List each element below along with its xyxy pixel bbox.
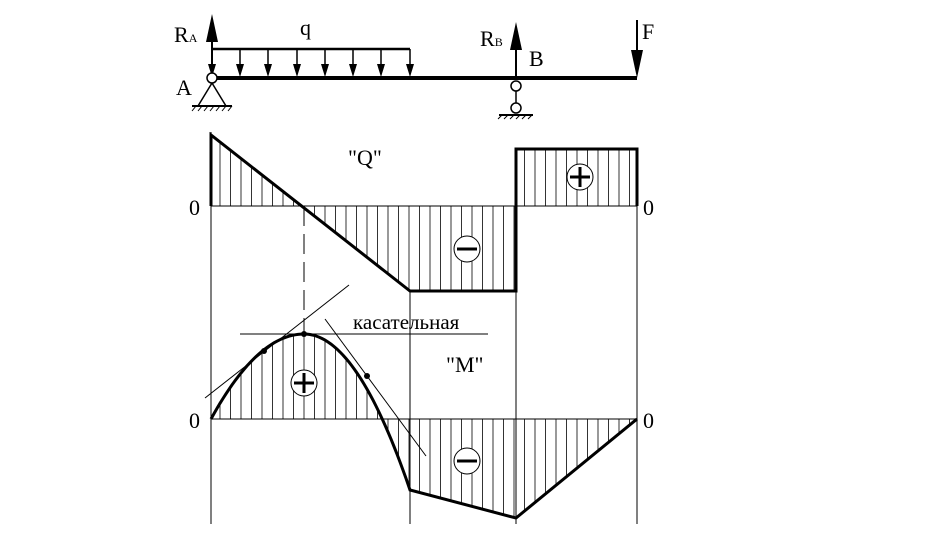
tangent-line-right <box>324 318 427 457</box>
roller-support-b <box>497 80 533 120</box>
tangent-point <box>301 331 307 337</box>
m-outline <box>209 332 638 520</box>
distributed-load <box>208 47 414 77</box>
rb-label: RB <box>480 26 503 51</box>
m-zero-right: 0 <box>643 408 654 433</box>
load-arrow-head <box>264 64 272 77</box>
bending-moment-diagram: касательная "M" 0 0 <box>189 284 654 520</box>
force-f-arrow <box>631 20 643 78</box>
load-arrow-head <box>377 64 385 77</box>
m-title: "M" <box>446 352 484 377</box>
plus-sign-icon <box>290 369 318 397</box>
b-label: B <box>529 46 544 71</box>
q-zero-left: 0 <box>189 195 200 220</box>
load-arrow-head <box>349 64 357 77</box>
q-outline <box>209 131 639 293</box>
m-hatching <box>219 334 630 518</box>
load-arrow-head <box>293 64 301 77</box>
pin-support-a <box>191 72 233 112</box>
minus-sign-icon <box>453 447 481 475</box>
m-zero-left: 0 <box>189 408 200 433</box>
load-arrow-head <box>236 64 244 77</box>
plus-sign-icon <box>566 163 594 191</box>
load-arrow-head <box>406 64 414 77</box>
f-label: F <box>642 19 654 44</box>
load-arrows <box>208 49 414 77</box>
q-hatching <box>219 142 630 291</box>
shear-force-diagram: "Q" 0 0 <box>189 131 654 334</box>
a-label: A <box>176 75 192 100</box>
minus-sign-icon <box>453 235 481 263</box>
tangent-point <box>261 348 267 354</box>
beam-scheme: RA q RB F A B <box>174 14 654 120</box>
tangent-point <box>364 373 370 379</box>
tangent-label: касательная <box>353 310 460 334</box>
tangent-line-left <box>204 284 350 399</box>
reaction-ra-arrow <box>206 14 218 74</box>
reaction-rb-arrow <box>510 22 522 78</box>
q-zero-right: 0 <box>643 195 654 220</box>
load-arrow-head <box>321 64 329 77</box>
q-title: "Q" <box>348 145 382 170</box>
q-label: q <box>300 15 311 40</box>
ra-label: RA <box>174 22 198 47</box>
